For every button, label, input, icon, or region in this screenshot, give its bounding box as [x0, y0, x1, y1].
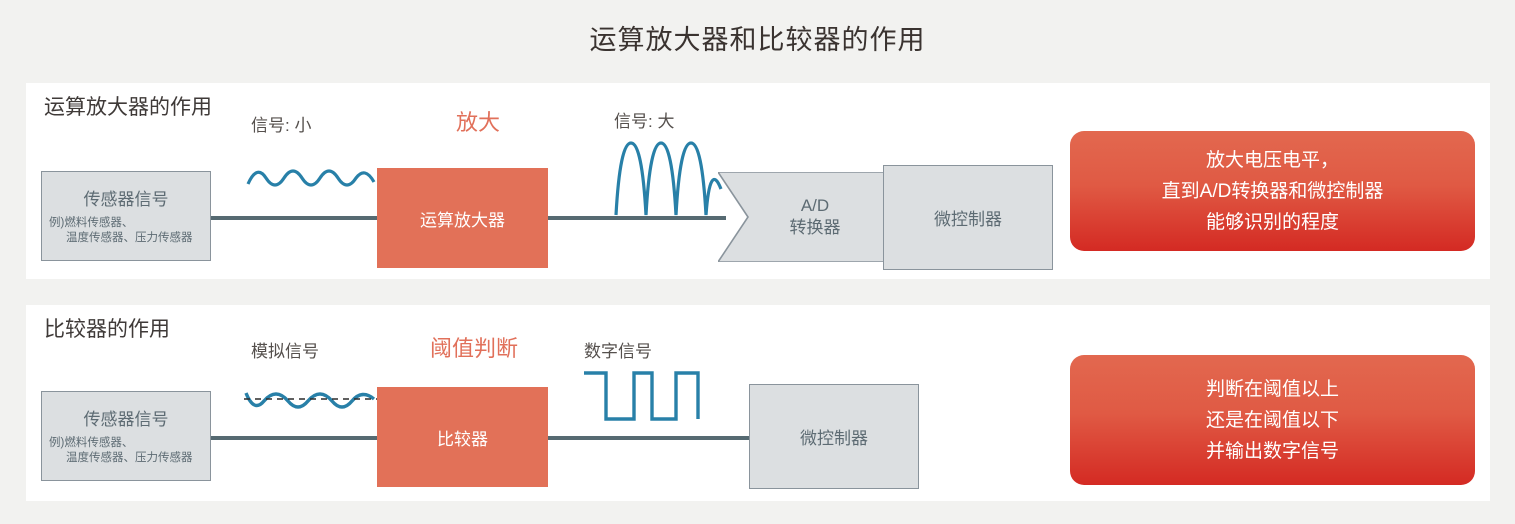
- panel-op-amp: 运算放大器的作用 传感器信号 例)燃料传感器、 温度传感器、压力传感器 信号: …: [26, 83, 1490, 279]
- panel-comparator: 比较器的作用 传感器信号 例)燃料传感器、 温度传感器、压力传感器 模拟信号 阈…: [26, 305, 1490, 501]
- sensor-signal-box-comparator: 传感器信号 例)燃料传感器、 温度传感器、压力传感器: [41, 391, 211, 481]
- caption-output-signal-large: 信号: 大: [614, 112, 675, 131]
- wire-comparator-to-mcu: [546, 436, 751, 440]
- sensor-signal-box-op-amp: 传感器信号 例)燃料传感器、 温度传感器、压力传感器: [41, 171, 211, 261]
- page-title: 运算放大器和比较器的作用: [589, 25, 926, 55]
- op-amp-label: 运算放大器: [420, 210, 505, 230]
- caption-input-signal-small: 信号: 小: [251, 116, 312, 135]
- microcontroller-label: 微控制器: [800, 429, 868, 448]
- waveform-small-sine: [246, 169, 376, 187]
- section-heading-op-amp: 运算放大器的作用: [44, 96, 212, 119]
- caption-amplify: 放大: [456, 110, 501, 135]
- caption-analog-signal: 模拟信号: [251, 342, 319, 361]
- callout-comparator-line-3: 并输出数字信号: [1205, 440, 1339, 462]
- sensor-example-line-1: 例)燃料传感器、: [49, 437, 134, 449]
- microcontroller-box-comparator: 微控制器: [749, 384, 919, 489]
- sensor-signal-title: 传感器信号: [83, 410, 169, 429]
- adc-label-line-2: 转换器: [789, 218, 841, 237]
- op-amp-box: 运算放大器: [377, 168, 548, 268]
- adc-label-line-1: A/D: [800, 196, 830, 215]
- callout-op-amp: 放大电压电平， 直到A/D转换器和微控制器 能够识别的程度: [1070, 131, 1475, 251]
- sensor-signal-title: 传感器信号: [83, 190, 169, 209]
- callout-comparator: 判断在阈值以上 还是在阈值以下 并输出数字信号: [1070, 355, 1475, 485]
- waveform-square-digital: [584, 371, 700, 421]
- callout-comparator-text: 判断在阈值以上 还是在阈值以下 并输出数字信号: [1206, 374, 1339, 467]
- callout-comparator-line-2: 还是在阈值以下: [1205, 409, 1339, 431]
- wire-opamp-to-adc: [546, 216, 726, 220]
- wire-sensor-to-opamp: [211, 216, 381, 220]
- caption-threshold-decision: 阈值判断: [430, 336, 519, 361]
- section-heading-comparator: 比较器的作用: [44, 318, 170, 341]
- sensor-example-line-2: 温度传感器、压力传感器: [66, 232, 193, 244]
- callout-op-amp-line-3: 能够识别的程度: [1205, 211, 1339, 233]
- wire-sensor-to-comparator: [211, 436, 381, 440]
- callout-op-amp-line-1: 放大电压电平，: [1205, 149, 1339, 171]
- sensor-example-line-1: 例)燃料传感器、: [49, 217, 134, 229]
- adc-converter-fill: A/D 转换器: [718, 172, 886, 262]
- callout-comparator-line-1: 判断在阈值以上: [1205, 378, 1339, 400]
- callout-op-amp-line-2: 直到A/D转换器和微控制器: [1161, 180, 1384, 202]
- sensor-signal-examples: 例)燃料传感器、 温度传感器、压力传感器: [49, 436, 206, 466]
- sensor-signal-examples: 例)燃料传感器、 温度传感器、压力传感器: [49, 216, 206, 246]
- callout-op-amp-text: 放大电压电平， 直到A/D转换器和微控制器 能够识别的程度: [1162, 145, 1384, 238]
- waveform-analog-sine-with-threshold: [244, 392, 380, 409]
- waveform-large-sine: [614, 141, 723, 216]
- adc-converter-label: A/D 转换器: [764, 195, 841, 239]
- comparator-box: 比较器: [377, 387, 548, 487]
- caption-digital-signal: 数字信号: [584, 342, 652, 361]
- microcontroller-label: 微控制器: [934, 210, 1002, 229]
- microcontroller-box-op-amp: 微控制器: [883, 165, 1053, 270]
- sensor-example-line-2: 温度传感器、压力传感器: [66, 452, 193, 464]
- comparator-label: 比较器: [437, 429, 488, 449]
